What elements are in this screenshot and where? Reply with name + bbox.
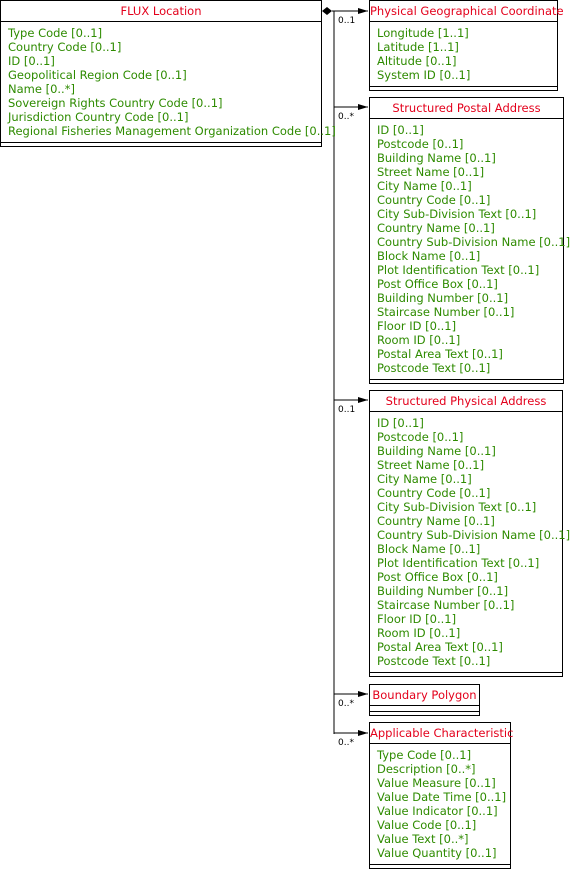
attribute-item: ID [0..1] [8,54,55,68]
attribute-item: Type Code [0..1] [377,748,472,762]
attribute-item: Staircase Number [0..1] [377,598,515,612]
attribute-item: Country Code [0..1] [8,40,122,54]
attribute-item: Value Code [0..1] [377,818,477,832]
attribute-item: Postal Area Text [0..1] [377,347,503,361]
attribute-item: Type Code [0..1] [8,26,103,40]
class-structured-postal-address[interactable]: Structured Postal Address ID [0..1]Postc… [369,97,570,384]
attribute-item: City Name [0..1] [377,179,472,193]
multiplicity-coordinate: 0..1 [338,16,356,26]
attribute-item: Value Indicator [0..1] [377,804,498,818]
attribute-item: Altitude [0..1] [377,54,457,68]
class-title: Applicable Characteristic [370,723,513,744]
attribute-item: Sovereign Rights Country Code [0..1] [8,96,223,110]
attribute-item: Postcode [0..1] [377,137,464,151]
attribute-item: Postcode Text [0..1] [377,361,491,375]
attribute-list: Type Code [0..1]Country Code [0..1]ID [0… [1,22,336,138]
class-title: Structured Physical Address [370,391,562,412]
class-title: Physical Geographical Coordinate [370,1,564,22]
attribute-item: Country Sub-Division Name [0..1] [377,528,570,542]
attribute-item: City Sub-Division Text [0..1] [377,500,537,514]
attribute-item: Value Text [0..*] [377,832,469,846]
attribute-item: Floor ID [0..1] [377,319,457,333]
attribute-item: ID [0..1] [377,416,424,430]
attribute-item: Country Name [0..1] [377,514,495,528]
multiplicity-postal: 0..* [338,112,354,122]
attribute-item: ID [0..1] [377,123,424,137]
attribute-item: Room ID [0..1] [377,626,461,640]
class-flux-location[interactable]: FLUX Location Type Code [0..1]Country Co… [0,0,336,147]
operations-divider [370,711,479,712]
attribute-item: Regional Fisheries Management Organizati… [8,124,336,138]
attribute-item: Block Name [0..1] [377,542,481,556]
attribute-item: Plot Identification Text [0..1] [377,556,540,570]
attribute-list: ID [0..1]Postcode [0..1]Building Name [0… [370,412,570,668]
attribute-item: Country Name [0..1] [377,221,495,235]
class-applicable-characteristic[interactable]: Applicable Characteristic Type Code [0..… [369,722,513,869]
attribute-item: Value Quantity [0..1] [377,846,497,860]
attribute-item: Country Code [0..1] [377,486,491,500]
composition-diamond [322,7,332,15]
multiplicity-characteristic: 0..* [338,738,354,748]
attribute-item: Building Number [0..1] [377,584,509,598]
arrowhead-postal [358,104,368,110]
attribute-item: System ID [0..1] [377,68,471,82]
arrowhead-coordinate [358,8,368,14]
multiplicity-boundary: 0..* [338,699,354,709]
attribute-item: Building Name [0..1] [377,151,496,165]
attribute-item: Postcode [0..1] [377,430,464,444]
class-title: Structured Postal Address [370,98,563,119]
attribute-item: Block Name [0..1] [377,249,481,263]
attribute-item: Longitude [1..1] [377,26,469,40]
attribute-item: Description [0..*] [377,762,476,776]
multiplicity-physical: 0..1 [338,405,356,415]
attribute-list: ID [0..1]Postcode [0..1]Building Name [0… [370,119,570,375]
attribute-item: Floor ID [0..1] [377,612,457,626]
class-title: Boundary Polygon [370,685,479,706]
attribute-list: Longitude [1..1]Latitude [1..1]Altitude … [370,22,557,82]
attribute-item: Street Name [0..1] [377,458,485,472]
attribute-item: Country Code [0..1] [377,193,491,207]
attribute-item: Building Name [0..1] [377,444,496,458]
attribute-item: Postal Area Text [0..1] [377,640,503,654]
attribute-item: Post Office Box [0..1] [377,277,498,291]
attribute-item: Geopolitical Region Code [0..1] [8,68,187,82]
class-structured-physical-address[interactable]: Structured Physical Address ID [0..1]Pos… [369,390,570,677]
attribute-item: Value Date Time [0..1] [377,790,507,804]
operations-divider [370,864,510,865]
operations-divider [370,86,557,87]
arrowhead-boundary [358,691,368,697]
arrowhead-characteristic [358,730,368,736]
attribute-item: Room ID [0..1] [377,333,461,347]
operations-divider [370,379,563,380]
attribute-item: Value Measure [0..1] [377,776,496,790]
class-physical-geographical-coordinate[interactable]: Physical Geographical Coordinate Longitu… [369,0,564,91]
arrowhead-physical [358,397,368,403]
attribute-item: Postcode Text [0..1] [377,654,491,668]
attribute-list: Type Code [0..1]Description [0..*]Value … [370,744,510,860]
attribute-item: Jurisdiction Country Code [0..1] [8,110,189,124]
attribute-item: Name [0..*] [8,82,75,96]
attribute-item: Post Office Box [0..1] [377,570,498,584]
attribute-item: Staircase Number [0..1] [377,305,515,319]
attribute-item: Building Number [0..1] [377,291,509,305]
attribute-item: Street Name [0..1] [377,165,485,179]
class-boundary-polygon[interactable]: Boundary Polygon [369,684,480,716]
class-title: FLUX Location [1,1,321,22]
attribute-item: Plot Identification Text [0..1] [377,263,540,277]
operations-divider [1,142,321,143]
operations-divider [370,672,562,673]
attribute-item: Latitude [1..1] [377,40,459,54]
attribute-item: City Name [0..1] [377,472,472,486]
attribute-item: City Sub-Division Text [0..1] [377,207,537,221]
attribute-item: Country Sub-Division Name [0..1] [377,235,570,249]
